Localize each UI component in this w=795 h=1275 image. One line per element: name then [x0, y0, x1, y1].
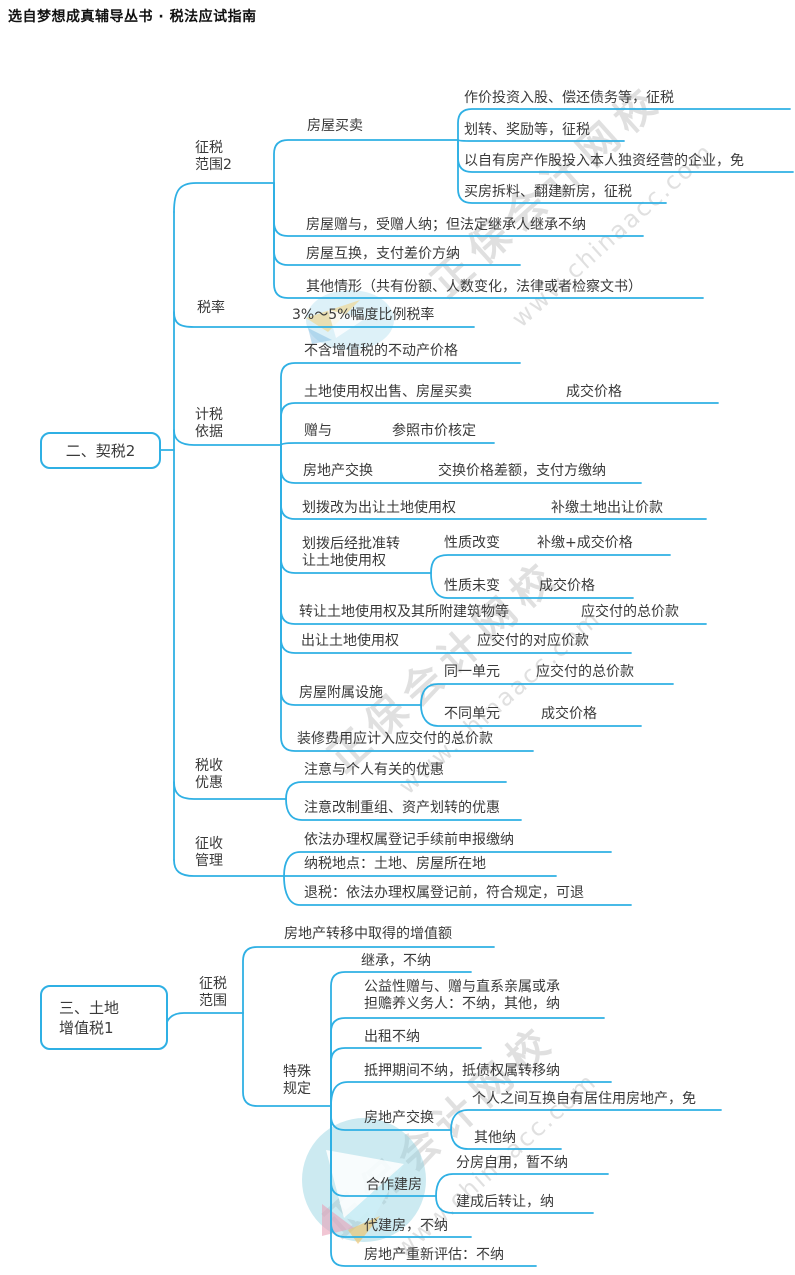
branch-jishui-yiju: 计税 依据	[195, 407, 223, 440]
leaf-zuojia-touzi: 作价投资入股、偿还债务等，征税	[464, 90, 674, 106]
value-bujiao-chengjiao: 补缴+成交价格	[537, 535, 633, 551]
value-yingjiaofu-zongjia: 应交付的总价款	[536, 664, 634, 680]
leaf-shuilv-value: 3%～5%幅度比例税率	[292, 307, 435, 323]
leaf-fenfang-ziyong: 分房自用，暂不纳	[456, 1155, 568, 1171]
leaf-qita-qingxing: 其他情形（共有份额、人数变化，法律或者检察文书）	[306, 279, 642, 295]
leaf-daijianfang: 代建房，不纳	[364, 1218, 448, 1234]
leaf-quanshu-dengji: 依法办理权属登记手续前申报缴纳	[304, 832, 514, 848]
paper-plane-logo-icon	[302, 1118, 426, 1244]
node-fangwu-maimai: 房屋买卖	[307, 118, 363, 134]
leaf-tuishui: 退税：依法办理权属登记前，符合规定，可退	[304, 885, 584, 901]
branch-zhengshou-guanli: 征收 管理	[195, 836, 223, 869]
root-node-tudizengzhishui: 三、土地 增值税1	[40, 985, 168, 1050]
leaf-zhuangxiu-feiyong: 装修费用应计入应交付的总价款	[297, 731, 493, 747]
paper-plane-logo-icon	[306, 290, 394, 350]
leaf-huabo-gaiwei: 划拨改为出让土地使用权	[302, 500, 456, 516]
branch-zhengshui-fanwei: 征税 范围	[199, 976, 227, 1009]
leaf-chongxin-pinggu: 房地产重新评估：不纳	[364, 1247, 504, 1263]
leaf-tudi-chushou: 土地使用权出售、房屋买卖	[304, 384, 472, 400]
value-bujiao-tudi: 补缴土地出让价款	[551, 500, 663, 516]
leaf-geren-huhuan: 个人之间互换自有居住用房地产，免	[472, 1091, 696, 1107]
leaf-butong-danyuan: 不同单元	[444, 706, 500, 722]
root-node-qishui: 二、契税2	[40, 432, 161, 469]
leaf-geren-youhui: 注意与个人有关的优惠	[304, 762, 444, 778]
leaf-xingzhi-weibian: 性质未变	[444, 578, 500, 594]
page-title: 选自梦想成真辅导丛书 · 税法应试指南	[8, 9, 257, 25]
value-jiaohuan-chae: 交换价格差额，支付方缴纳	[438, 463, 606, 479]
branch-zhengshui-fanwei2: 征税 范围2	[195, 140, 232, 173]
leaf-maifang-chailiao: 买房拆料、翻建新房，征税	[464, 184, 632, 200]
leaf-tongyi-danyuan: 同一单元	[444, 664, 500, 680]
branch-shuishou-youhui: 税收 优惠	[195, 758, 223, 791]
leaf-gongyixing-zengyu: 公益性赠与、赠与直系亲属或承 担赡养义务人：不纳，其他，纳	[364, 979, 560, 1012]
leaf-fangwu-zengyu: 房屋赠与，受赠人纳；但法定继承人继承不纳	[306, 217, 586, 233]
leaf-chuzu-buna: 出租不纳	[364, 1029, 420, 1045]
branch-shuilv: 税率	[197, 300, 225, 316]
node-fangdichan-jiaohuan: 房地产交换	[364, 1110, 434, 1126]
leaf-fangwu-huhuan: 房屋互换，支付差价方纳	[306, 246, 460, 262]
value-canzhao-shijia: 参照市价核定	[392, 423, 476, 439]
leaf-churang-tudi: 出让土地使用权	[301, 633, 399, 649]
leaf-qita-na: 其他纳	[474, 1130, 516, 1146]
leaf-huazhuan-jiangli: 划转、奖励等，征税	[464, 122, 590, 138]
leaf-diya-qijian: 抵押期间不纳，抵债权属转移纳	[364, 1063, 560, 1079]
leaf-xingzhi-gaibian: 性质改变	[444, 535, 500, 551]
value-yingjiaofu-zongjia: 应交付的总价款	[581, 604, 679, 620]
value-chengjiao-jiage: 成交价格	[539, 578, 595, 594]
node-fangwu-fushu: 房屋附属设施	[299, 685, 383, 701]
value-chengjiao-jiage: 成交价格	[541, 706, 597, 722]
leaf-zengyu: 赠与	[304, 423, 332, 439]
leaf-jicheng-buna: 继承，不纳	[361, 953, 431, 969]
leaf-jiancheng-zhuanrang: 建成后转让，纳	[456, 1194, 554, 1210]
leaf-ziyou-fangchan: 以自有房产作股投入本人独资经营的企业，免	[464, 153, 744, 169]
leaf-buhan-zengzhishui: 不含增值税的不动产价格	[304, 343, 458, 359]
branch-teshu-guiding: 特殊 规定	[283, 1064, 311, 1097]
leaf-fangdichan-jiaohuan: 房地产交换	[303, 463, 373, 479]
value-chengjiao-jiage: 成交价格	[566, 384, 622, 400]
leaf-gaizhi-chongzu: 注意改制重组、资产划转的优惠	[304, 800, 500, 816]
leaf-nashui-didian: 纳税地点：土地、房屋所在地	[304, 856, 486, 872]
node-hezuo-jianfang: 合作建房	[366, 1177, 422, 1193]
value-duiying-jiakuan: 应交付的对应价款	[477, 633, 589, 649]
node-huabo-pizhun: 划拨后经批准转 让土地使用权	[302, 536, 400, 569]
leaf-zengzhie: 房地产转移中取得的增值额	[284, 926, 452, 942]
leaf-zhuanrang-tudi: 转让土地使用权及其所附建筑物等	[299, 604, 509, 620]
